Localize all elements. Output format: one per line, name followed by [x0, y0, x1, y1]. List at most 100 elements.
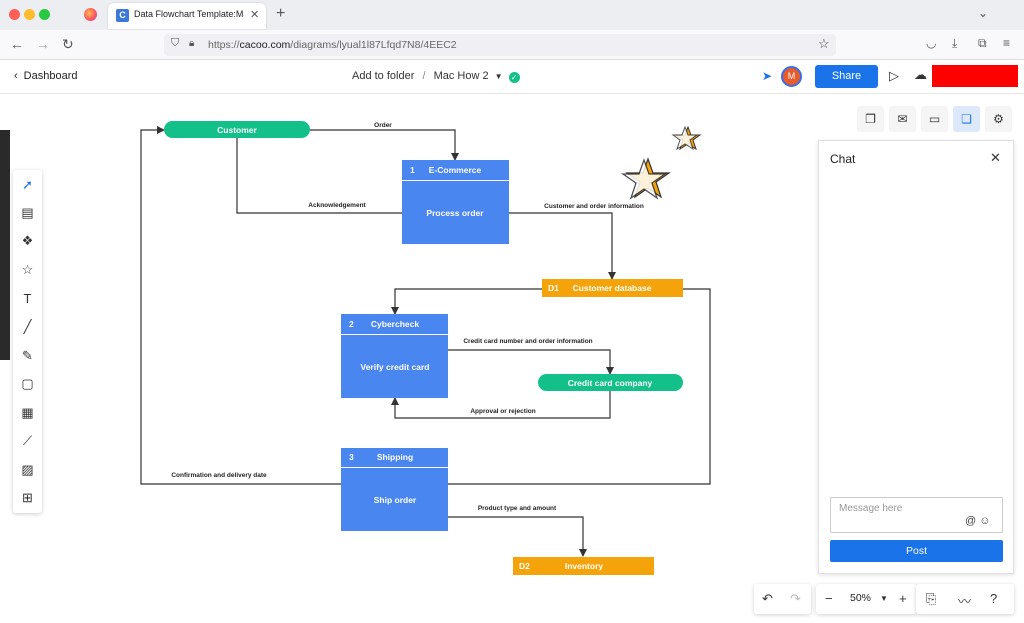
chart-tool-icon[interactable]: ⟋	[22, 433, 33, 448]
label-acknowledgement: Acknowledgement	[308, 202, 366, 209]
mention-icon[interactable]: @	[965, 515, 977, 527]
avatar[interactable]: M	[781, 66, 802, 87]
pocket-icon[interactable]: ◡	[926, 36, 937, 50]
emoji-icon[interactable]: ☺	[979, 515, 991, 527]
menu-icon[interactable]: ≡	[1003, 36, 1011, 50]
edge-confirmation[interactable]	[140, 126, 341, 485]
table-tool-icon[interactable]: ▦	[21, 405, 34, 420]
undo-redo-bar: ↶ ↷	[754, 584, 811, 614]
download-icon[interactable]: ⤓	[952, 36, 958, 50]
help-icon[interactable]: ?	[990, 591, 998, 606]
edge-cc-info[interactable]	[448, 349, 614, 375]
process-2-body[interactable]	[341, 335, 448, 398]
zoom-out-icon[interactable]: −	[825, 591, 833, 606]
url-bar[interactable]: ⛉ 🔒︎ https://cacoo.com/diagrams/lyual1l8…	[164, 34, 836, 56]
video-call-icon[interactable]: ▭	[921, 106, 948, 132]
new-tab-icon[interactable]: +	[276, 5, 286, 22]
customer-entity[interactable]	[164, 121, 310, 138]
chevron-left-icon: ‹	[14, 70, 18, 82]
reload-icon[interactable]: ↻	[62, 36, 74, 52]
edge-order[interactable]	[310, 129, 459, 161]
datastore-d2[interactable]	[513, 557, 654, 575]
edge-db-to-cybercheck[interactable]	[391, 288, 542, 315]
shapes-tool-icon[interactable]: ❖	[21, 233, 34, 248]
zoom-bar: − 50% ▼ +	[816, 584, 917, 614]
label-cc-info: Credit card number and order information	[463, 338, 592, 345]
edge-product[interactable]	[448, 516, 587, 557]
saved-check-icon: ✓	[508, 72, 520, 83]
undo-icon[interactable]: ↶	[762, 591, 773, 606]
history-icon[interactable]: ⎘	[926, 591, 937, 606]
minimize-window-button[interactable]	[24, 9, 35, 20]
back-arrow-icon[interactable]: ←	[10, 36, 24, 52]
browser-titlebar: C Data Flowchart Template:Mac H ✕ + ⌄	[0, 0, 1024, 30]
chevron-down-icon[interactable]: ⌄	[978, 6, 989, 20]
firefox-icon[interactable]	[84, 8, 97, 21]
left-edge-strip	[0, 130, 10, 360]
zoom-level[interactable]: 50%	[850, 592, 872, 604]
datastore-d1[interactable]	[542, 279, 683, 297]
line-tool-icon[interactable]: ╱	[23, 319, 32, 334]
tab-close-icon[interactable]: ✕	[250, 9, 260, 21]
cloud-upload-icon[interactable]: ☁	[914, 67, 927, 82]
app-header: ‹Dashboard Add to folder / Mac How 2 ▼ ✓…	[0, 60, 1024, 94]
activity-icon[interactable]: 〰	[958, 594, 972, 609]
label-product: Product type and amount	[478, 505, 557, 512]
embed-tool-icon[interactable]: ⊞	[22, 490, 33, 505]
chat-icon[interactable]: ❏	[953, 106, 980, 132]
document-name[interactable]: Mac How 2	[433, 70, 489, 82]
process-1-body[interactable]	[402, 181, 509, 244]
bookmark-star-icon[interactable]: ☆	[818, 36, 830, 51]
template-tool-icon[interactable]: ▤	[21, 205, 34, 220]
share-button[interactable]: Share	[815, 65, 878, 88]
extensions-icon[interactable]: ⧉	[978, 36, 987, 50]
customer-label: Customer	[217, 125, 257, 135]
drawing-toolbar: ➚ ▤ ❖ ☆ T ╱ ✎ ▢ ▦ ⟋ ▨ ⊞	[13, 170, 42, 513]
present-icon[interactable]: ▷	[889, 68, 899, 83]
gear-icon[interactable]: ⚙	[985, 106, 1012, 132]
text-tool-icon[interactable]: T	[23, 291, 32, 306]
process-2-header[interactable]	[341, 314, 448, 334]
pen-tool-icon[interactable]: ✎	[22, 348, 33, 363]
caret-down-icon[interactable]: ▼	[494, 72, 503, 81]
process-3-header[interactable]	[341, 448, 448, 467]
dashboard-link[interactable]: ‹Dashboard	[14, 70, 78, 82]
process-1-header[interactable]	[402, 160, 509, 180]
star-sticker-large[interactable]	[620, 157, 671, 200]
close-icon[interactable]: ✕	[990, 150, 1001, 165]
shield-icon[interactable]: ⛉	[171, 37, 180, 49]
sticky-note-icon[interactable]: ▢	[21, 376, 34, 391]
add-to-folder-link[interactable]: Add to folder	[352, 70, 415, 82]
comment-icon[interactable]: ✉	[889, 106, 916, 132]
label-approval: Approval or rejection	[470, 408, 535, 415]
close-window-button[interactable]	[9, 9, 20, 20]
breadcrumb-separator: /	[422, 70, 426, 82]
select-tool-icon[interactable]: ➚	[22, 177, 33, 192]
image-tool-icon[interactable]: ▨	[21, 462, 34, 477]
edge-approval[interactable]	[391, 391, 611, 419]
url-text[interactable]: https://cacoo.com/diagrams/lyual1l87Lfqd…	[208, 39, 457, 51]
breadcrumb: Add to folder / Mac How 2 ▼ ✓	[352, 70, 520, 83]
pages-icon[interactable]: ❐	[857, 106, 884, 132]
zoom-dropdown-icon[interactable]: ▼	[880, 594, 888, 603]
maximize-window-button[interactable]	[39, 9, 50, 20]
tab-title: Data Flowchart Template:Mac H	[134, 9, 244, 19]
edge-customer-info[interactable]	[509, 212, 616, 280]
edge-acknowledgement[interactable]	[236, 138, 402, 214]
process-3-body[interactable]	[341, 468, 448, 531]
zoom-in-icon[interactable]: +	[899, 591, 907, 606]
forward-arrow-icon[interactable]: →	[36, 36, 50, 52]
lock-icon[interactable]: 🔒︎	[189, 38, 195, 49]
browser-tab-active[interactable]: C Data Flowchart Template:Mac H ✕	[108, 3, 266, 29]
star-sticker-small[interactable]	[671, 125, 702, 151]
d2-title: Inventory	[565, 561, 604, 571]
redo-icon[interactable]: ↷	[790, 591, 801, 606]
chat-message-input[interactable]: Message here	[830, 497, 1003, 533]
edge-db-to-shipping[interactable]	[448, 288, 711, 485]
star-tool-icon[interactable]: ☆	[21, 262, 34, 277]
post-button[interactable]: Post	[830, 540, 1003, 562]
pointer-cursor-icon[interactable]: ➤	[762, 69, 773, 83]
credit-card-company-entity[interactable]	[538, 374, 683, 391]
process-1-number: 1	[410, 165, 415, 175]
